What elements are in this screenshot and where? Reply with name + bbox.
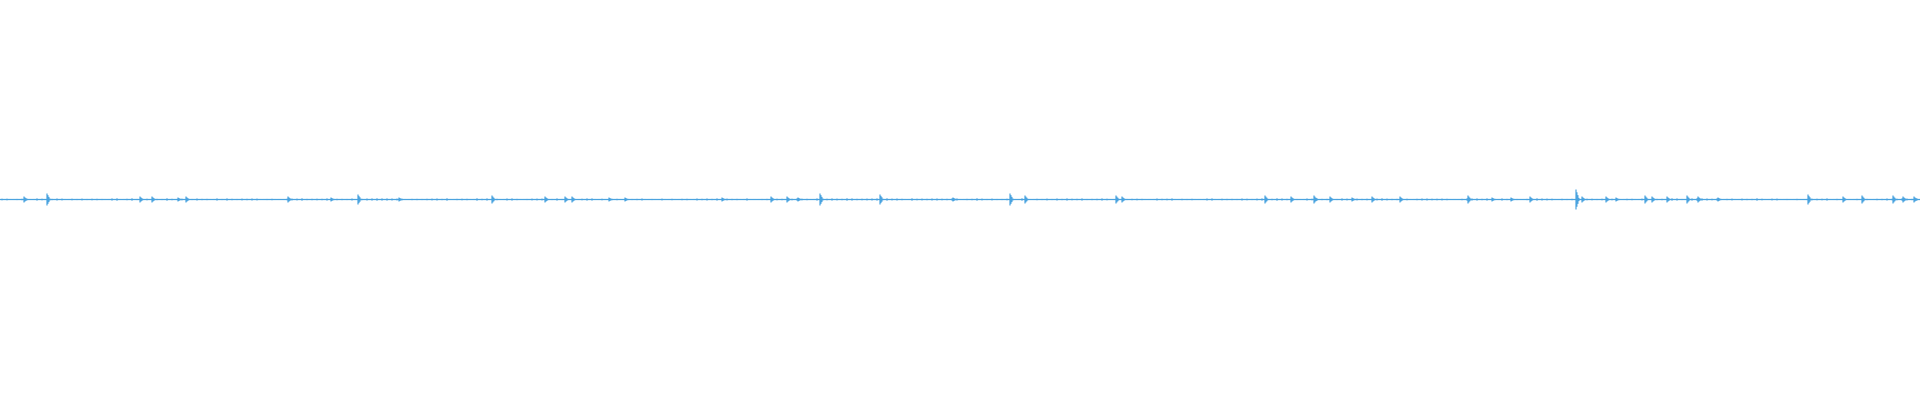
waveform-bursts (1, 189, 1918, 210)
